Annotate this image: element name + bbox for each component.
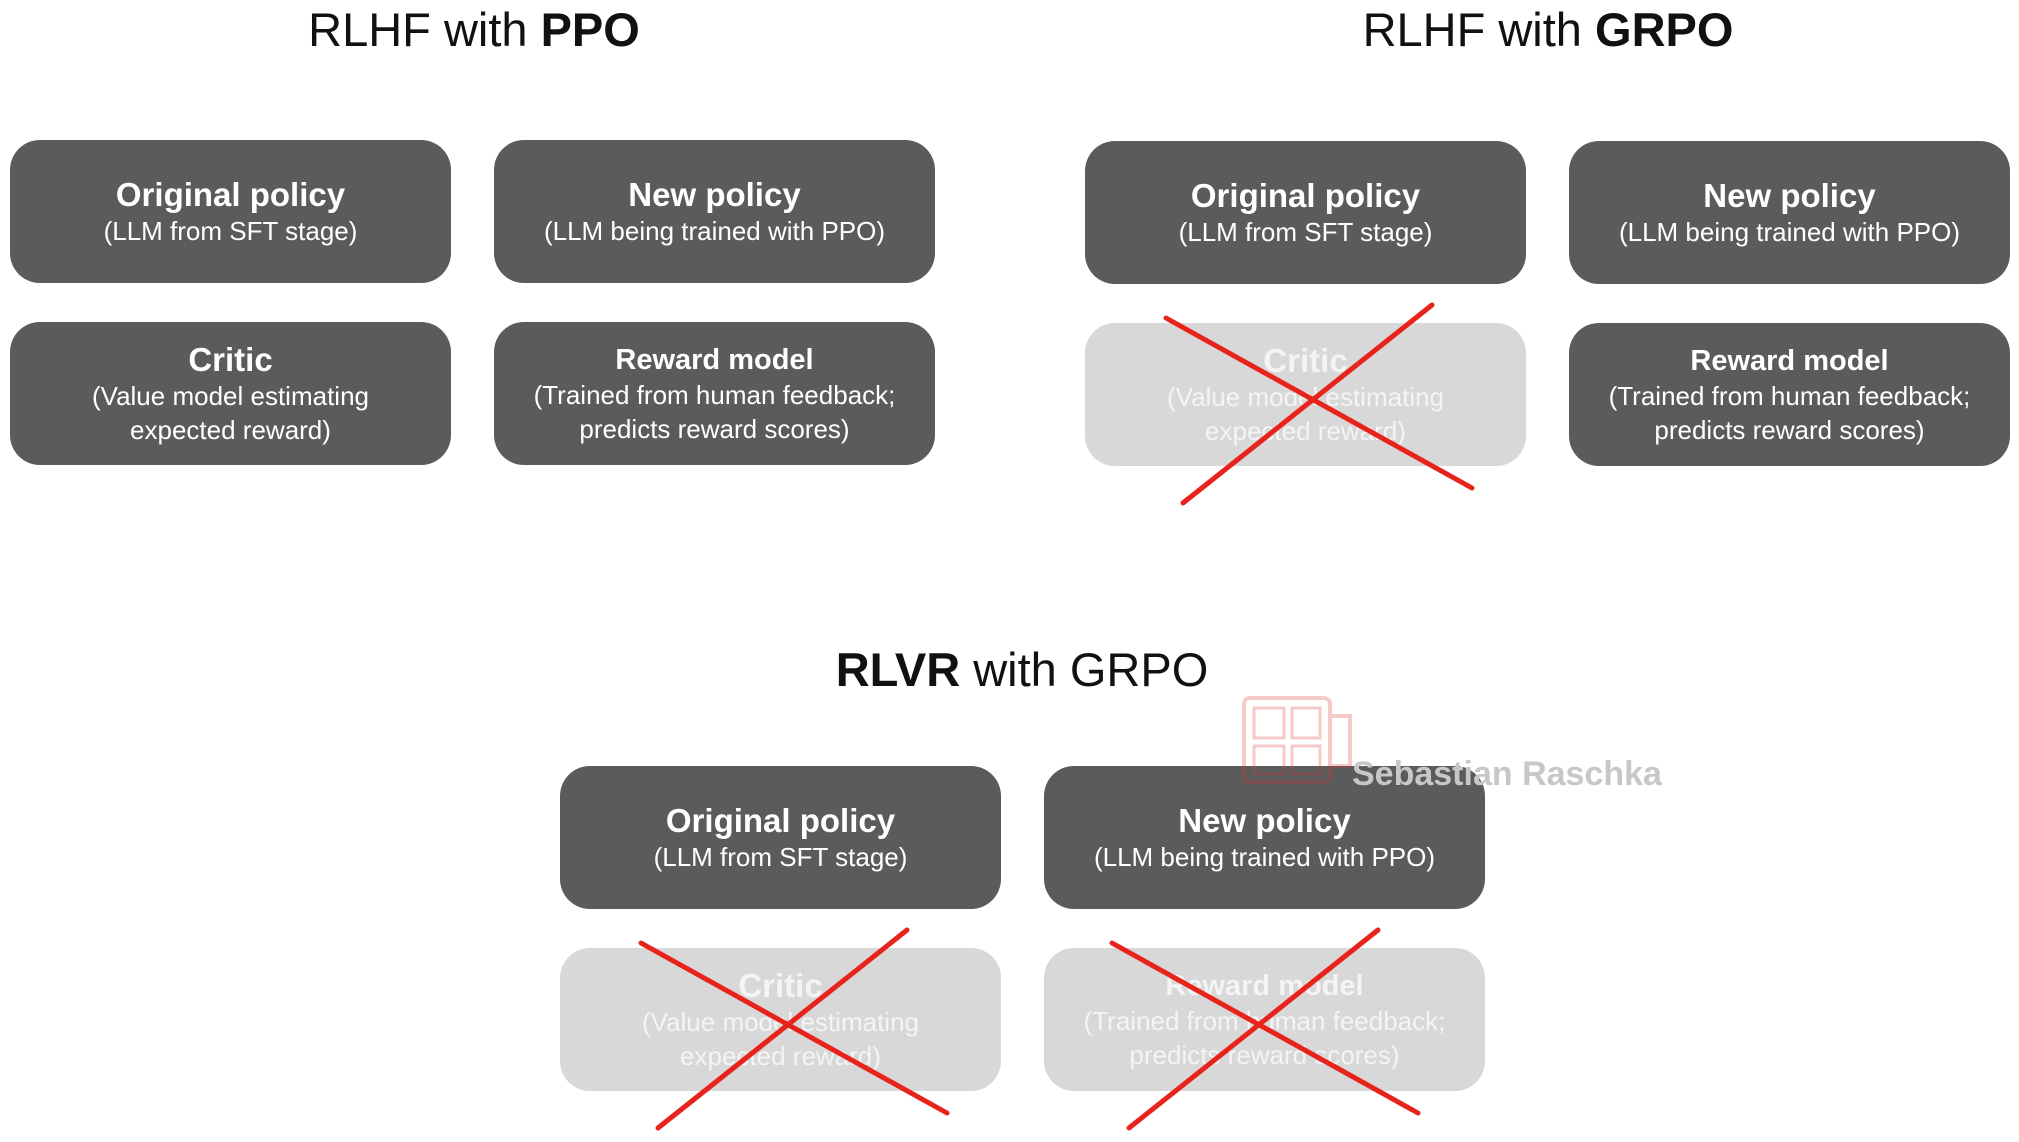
box-title: Reward model — [615, 343, 814, 376]
grpo-reward-model-box: Reward model (Trained from human feedbac… — [1569, 323, 2010, 466]
ppo-section-title: RLHF with PPO — [308, 6, 640, 53]
box-title: New policy — [628, 175, 801, 213]
box-subtitle: (LLM from SFT stage) — [1178, 216, 1433, 247]
box-subtitle: (LLM being trained with PPO) — [1093, 841, 1436, 872]
box-subtitle: (LLM being trained with PPO) — [1618, 216, 1961, 247]
rlvr-new-policy-box: New policy (LLM being trained with PPO) — [1044, 766, 1485, 909]
rlvr-critic-box-removed: Critic (Value model estimating expected … — [560, 948, 1001, 1091]
box-subtitle: (LLM from SFT stage) — [103, 215, 358, 246]
box-subtitle: (Value model estimating expected reward) — [1167, 381, 1444, 446]
ppo-original-policy-box: Original policy (LLM from SFT stage) — [10, 140, 451, 283]
box-subtitle: (Trained from human feedback; predicts r… — [1083, 1005, 1446, 1070]
box-title: Critic — [188, 340, 273, 378]
box-subtitle: (Value model estimating expected reward) — [642, 1006, 919, 1071]
grpo-section-title: RLHF with GRPO — [1363, 6, 1734, 53]
watermark-stamp-icon — [1242, 696, 1352, 784]
rlvr-section-title: RLVR with GRPO — [836, 646, 1209, 693]
box-subtitle: (Trained from human feedback; predicts r… — [1608, 380, 1971, 445]
ppo-reward-model-box: Reward model (Trained from human feedbac… — [494, 322, 935, 465]
box-subtitle: (Value model estimating expected reward) — [92, 380, 369, 445]
box-title: Critic — [738, 966, 823, 1004]
title-bold: PPO — [540, 3, 640, 56]
box-title: Critic — [1263, 341, 1348, 379]
grpo-new-policy-box: New policy (LLM being trained with PPO) — [1569, 141, 2010, 284]
rlvr-reward-model-box-removed: Reward model (Trained from human feedbac… — [1044, 948, 1485, 1091]
rlvr-original-policy-box: Original policy (LLM from SFT stage) — [560, 766, 1001, 909]
ppo-critic-box: Critic (Value model estimating expected … — [10, 322, 451, 465]
grpo-original-policy-box: Original policy (LLM from SFT stage) — [1085, 141, 1526, 284]
box-subtitle: (LLM from SFT stage) — [653, 841, 908, 872]
grpo-critic-box-removed: Critic (Value model estimating expected … — [1085, 323, 1526, 466]
box-title: New policy — [1703, 176, 1876, 214]
box-title: Reward model — [1165, 969, 1364, 1002]
ppo-new-policy-box: New policy (LLM being trained with PPO) — [494, 140, 935, 283]
box-title: New policy — [1178, 801, 1351, 839]
title-bold: RLVR — [835, 643, 961, 696]
box-title: Original policy — [1190, 176, 1421, 214]
box-title: Reward model — [1690, 344, 1889, 377]
title-bold: GRPO — [1595, 3, 1734, 56]
title-plain: RLHF with — [1362, 3, 1596, 56]
box-subtitle: (Trained from human feedback; predicts r… — [533, 379, 896, 444]
box-title: Original policy — [115, 175, 346, 213]
box-subtitle: (LLM being trained with PPO) — [543, 215, 886, 246]
watermark-text: Sebastian Raschka — [1352, 755, 1662, 793]
title-plain: RLHF with — [308, 3, 541, 56]
box-title: Original policy — [665, 801, 896, 839]
title-plain: with GRPO — [960, 643, 1209, 696]
